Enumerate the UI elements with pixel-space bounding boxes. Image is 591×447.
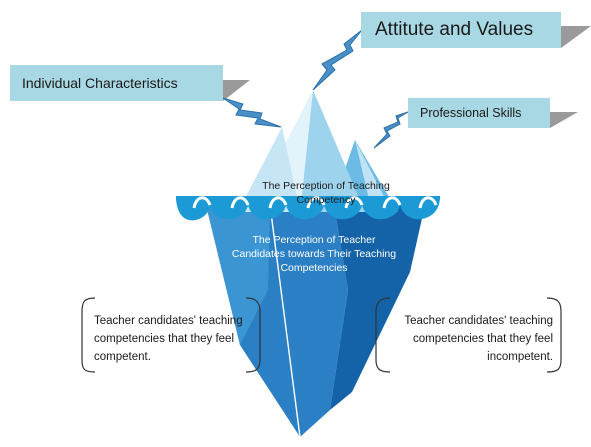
attitude-values-label: Attitute and Values [361, 12, 561, 48]
attitude-values-text: Attitute and Values [375, 19, 534, 40]
right-bracket-open [375, 297, 391, 373]
individual-lightning-icon [222, 97, 282, 128]
iceberg-underwater-right [330, 205, 425, 410]
perception-underwater-text: The Perception of Teacher Candidates tow… [231, 234, 397, 275]
water-wave-crests [192, 196, 438, 209]
professional-label-shadow [550, 112, 578, 128]
professional-lightning-icon [373, 111, 409, 149]
individual-characteristics-label: Individual Characteristics [10, 65, 223, 101]
professional-skills-text: Professional Skills [420, 106, 522, 120]
iceberg-tip-ridge [355, 140, 392, 212]
iceberg-crack-line [269, 204, 301, 438]
left-bracket-close [245, 297, 261, 373]
attitude-lightning-icon [312, 29, 363, 91]
right-bracket [546, 297, 562, 373]
water-wave-band [176, 196, 440, 221]
perception-tip-text: The Perception of Teaching Competency [262, 180, 390, 207]
individual-label-shadow [223, 80, 250, 101]
professional-skills-label: Professional Skills [408, 98, 550, 128]
attitude-label-shadow [561, 26, 591, 48]
iceberg-tip-left-peak [238, 127, 300, 212]
iceberg-underwater-face [206, 205, 270, 345]
competent-bracket-text: Teacher candidates' teaching competencie… [94, 315, 243, 363]
iceberg-tip-main-shade [300, 90, 365, 212]
incompetent-bracket-text: Teacher candidates' teaching competencie… [404, 315, 553, 363]
left-bracket [81, 297, 96, 373]
individual-characteristics-text: Individual Characteristics [22, 75, 178, 91]
